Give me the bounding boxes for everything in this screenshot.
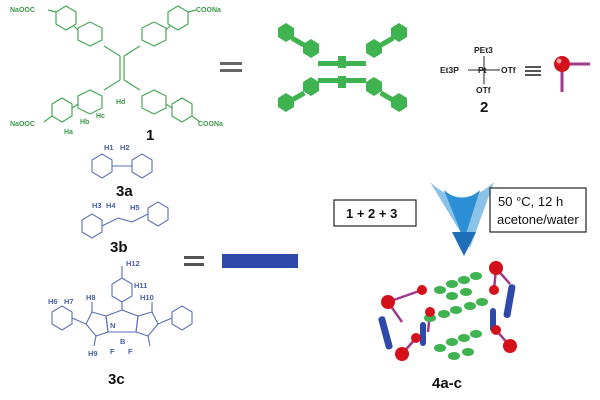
- compound-1-structure: [43, 5, 201, 123]
- h5-label: H5: [130, 203, 140, 212]
- compound-2-structure: [468, 56, 500, 84]
- equals-sign-2: [184, 256, 204, 266]
- coo-top-right: COONa: [196, 7, 221, 14]
- b-label: B: [120, 337, 126, 346]
- otf-bottom-label: OTf: [476, 85, 491, 95]
- h-b-label: Hb: [80, 119, 89, 126]
- coo-bottom-left: NaOOC: [10, 121, 35, 128]
- h12-label: H12: [126, 259, 140, 268]
- h-a-label: Ha: [64, 129, 73, 136]
- conditions-box: [489, 187, 587, 233]
- h-d-label: Hd: [116, 99, 125, 106]
- h2-label: H2: [120, 143, 130, 152]
- reagents-box: [333, 199, 417, 227]
- compound-3a-structure: [91, 153, 153, 179]
- equals-sign-1: [220, 62, 242, 72]
- h-c-label: Hc: [96, 113, 105, 120]
- compound-3c-structure: [51, 266, 193, 347]
- h10-label: H10: [140, 293, 154, 302]
- coo-top-left: NaOOC: [10, 7, 35, 14]
- h11-label: H11: [134, 281, 147, 290]
- reagents-text: 1 + 2 + 3: [346, 206, 397, 221]
- reaction-arrow: [430, 182, 494, 256]
- pt-label: Pt: [478, 65, 487, 75]
- coo-bottom-right: COONa: [198, 121, 223, 128]
- blue-linker-schematic: [222, 254, 298, 268]
- compound-3a-label: 3a: [116, 183, 133, 200]
- f1-label: F: [110, 347, 115, 356]
- h3-label: H3: [92, 201, 102, 210]
- h7-label: H7: [64, 297, 74, 306]
- solvent-text: acetone/water: [497, 212, 579, 227]
- compound-2-label: 2: [480, 99, 488, 116]
- pt-node-schematic: [554, 56, 590, 92]
- otf-right-label: OTf: [501, 65, 516, 75]
- f2-label: F: [128, 347, 133, 356]
- h9-label: H9: [88, 349, 98, 358]
- product-label: 4a-c: [432, 375, 462, 392]
- compound-3b-label: 3b: [110, 239, 128, 256]
- product-cage-schematic: [378, 261, 517, 361]
- green-tetraphenylethylene-schematic: [278, 23, 407, 112]
- h4-label: H4: [106, 201, 116, 210]
- pet3-label: PEt3: [474, 45, 493, 55]
- compound-1-label: 1: [146, 127, 154, 144]
- h8-label: H8: [86, 293, 96, 302]
- compound-3c-label: 3c: [108, 371, 125, 388]
- temperature-text: 50 °C, 12 h: [498, 194, 563, 209]
- h1-label: H1: [104, 143, 114, 152]
- et3p-label: Et3P: [440, 65, 459, 75]
- compound-3b-structure: [81, 201, 169, 239]
- n-label: N: [110, 321, 115, 330]
- h6-label: H6: [48, 297, 58, 306]
- equivalent-sign: [525, 66, 541, 76]
